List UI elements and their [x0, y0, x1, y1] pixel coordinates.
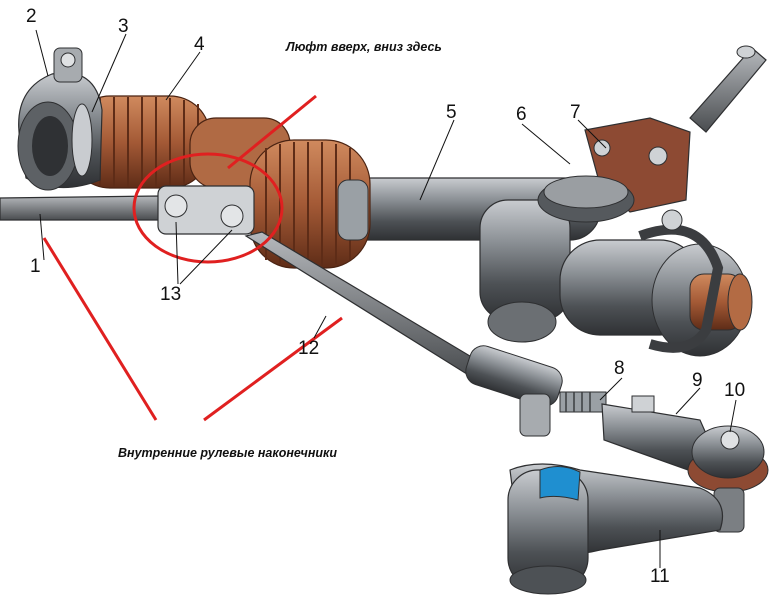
callout-11: 11: [650, 566, 670, 587]
right-pointer-line: [203, 316, 343, 422]
left-boot: [69, 95, 291, 189]
top-annotation: Люфт вверх, вниз здесь: [286, 40, 442, 54]
callout-1: 1: [30, 256, 41, 277]
callout-12: 12: [298, 338, 320, 359]
callout-5: 5: [446, 102, 457, 123]
leader-lines: [35, 29, 737, 568]
callout-3: 3: [118, 16, 129, 37]
inner-joint-plate: [157, 185, 255, 235]
input-shaft: [689, 45, 767, 133]
callout-6: 6: [516, 104, 527, 125]
highlight-circle: [132, 152, 284, 264]
bottom-annotation: Внутренние рулевые наконечники: [118, 446, 337, 460]
callout-9: 9: [692, 370, 703, 391]
callout-13: 13: [160, 284, 182, 305]
callout-8: 8: [614, 358, 625, 379]
highlight-markup: [42, 94, 343, 422]
callout-4: 4: [194, 34, 205, 55]
steering-arm: [507, 463, 724, 595]
callout-10: 10: [724, 380, 746, 401]
left-clamp: [17, 47, 103, 191]
callout-2: 2: [26, 6, 37, 27]
right-end-cap: [638, 209, 753, 357]
top-pointer-line: [227, 94, 317, 170]
right-tie-rod: [244, 231, 717, 471]
left-pointer-line: [42, 237, 158, 421]
ball-joint: [687, 425, 769, 533]
pinion-collar: [537, 175, 635, 223]
callout-7: 7: [570, 102, 581, 123]
